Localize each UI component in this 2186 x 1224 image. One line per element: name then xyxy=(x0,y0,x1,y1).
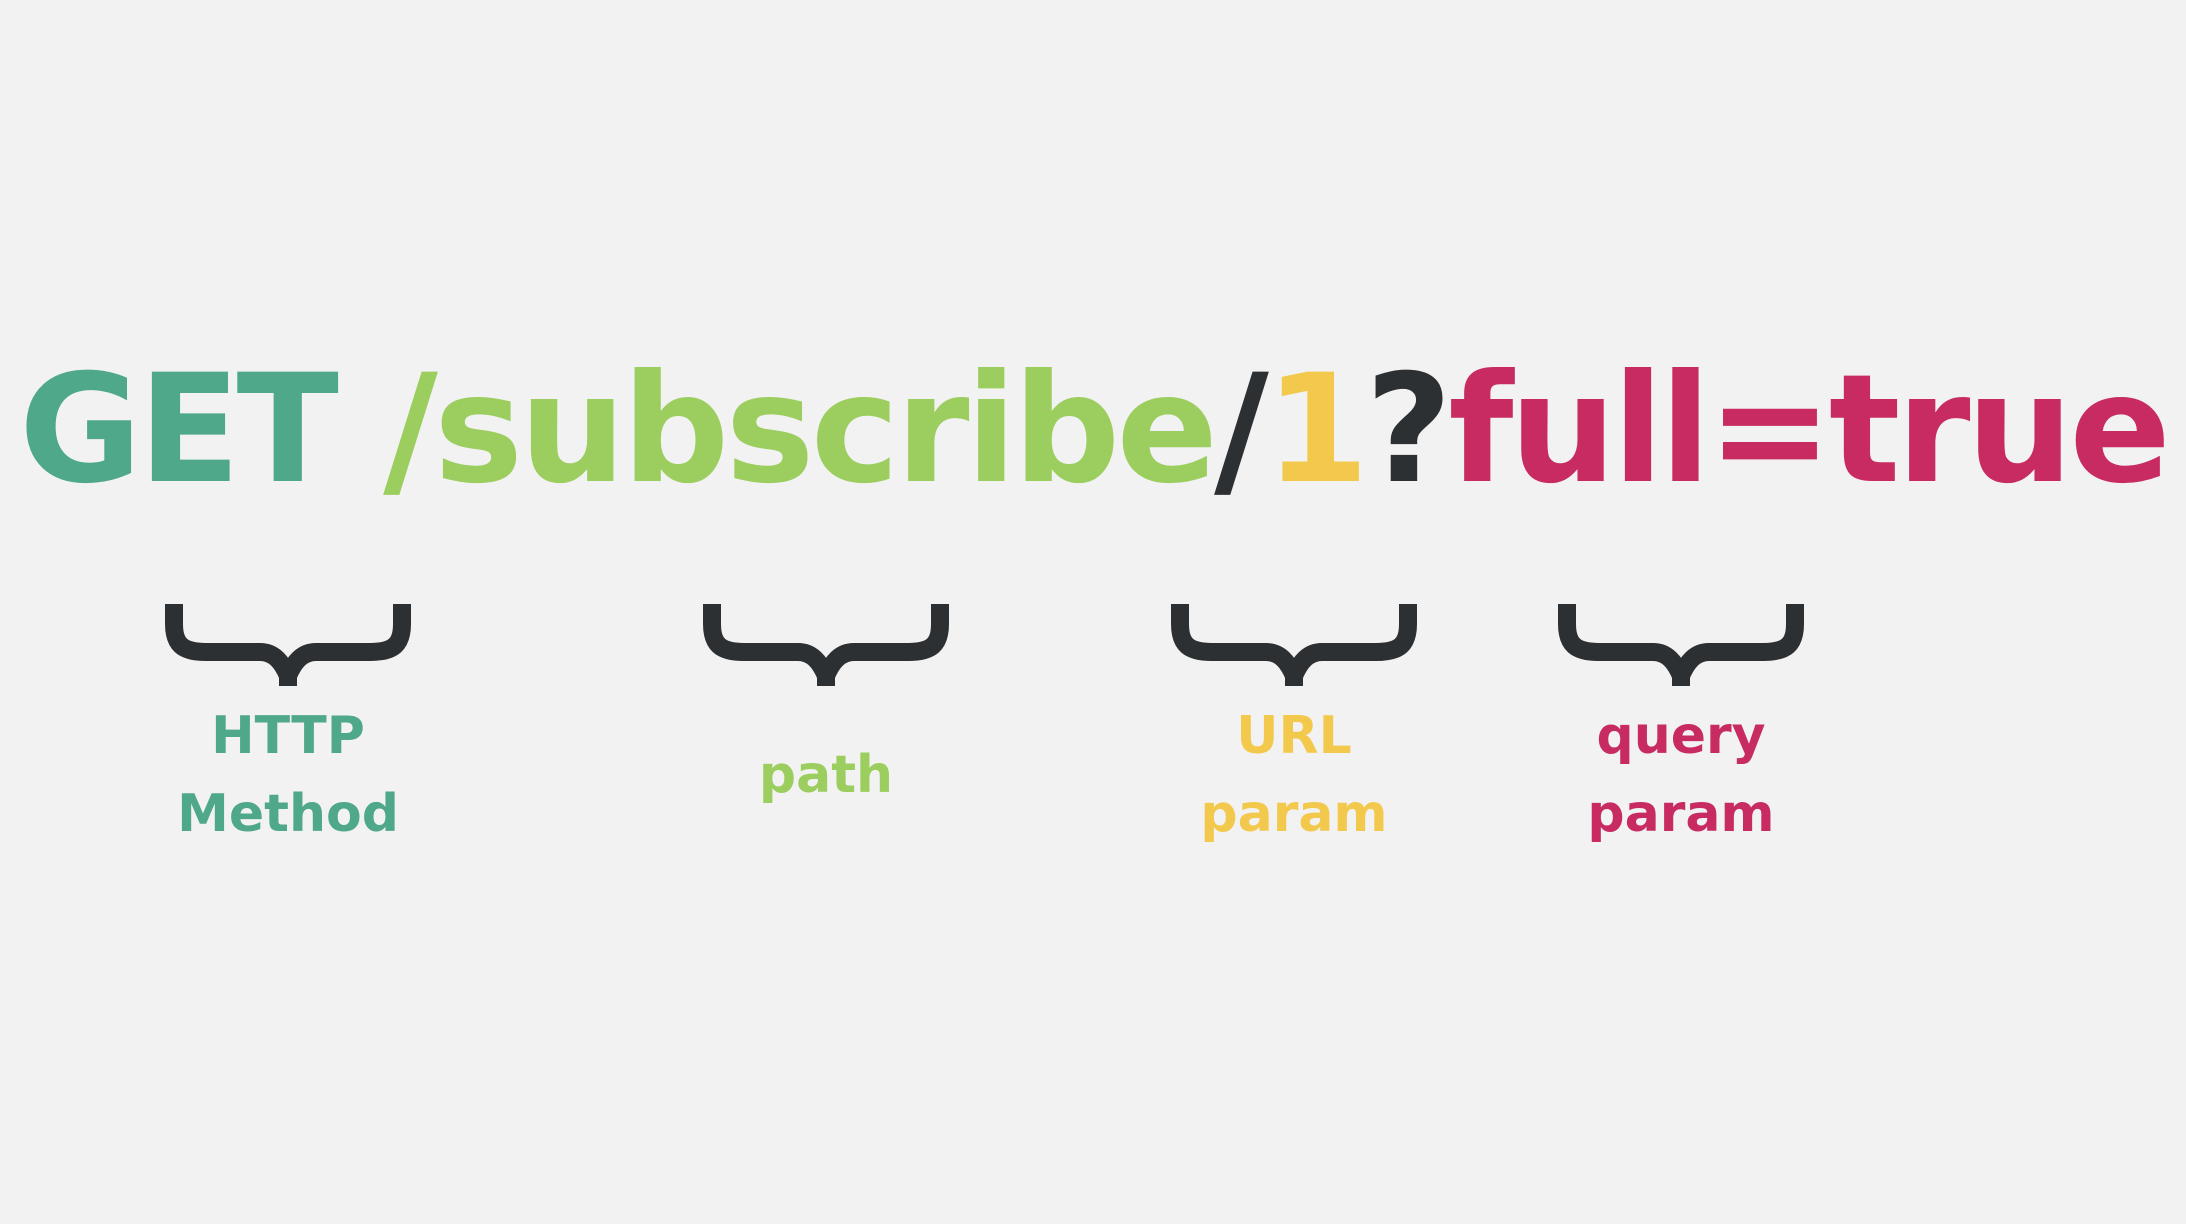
path-label-line-1: path xyxy=(758,745,894,805)
request-line: GET /subscribe/1?full=true xyxy=(0,340,2186,520)
method-brace-icon xyxy=(165,600,411,686)
url-param-label-line-1: URL xyxy=(1236,706,1352,766)
url-param-label-line-2: param xyxy=(1200,784,1388,844)
query-label-line-1: query xyxy=(1596,706,1766,766)
query-label-line-2: param xyxy=(1587,784,1775,844)
path-separator-text: / xyxy=(1214,343,1269,517)
path-label: path xyxy=(666,736,986,814)
http-method-text: GET xyxy=(18,343,339,517)
url-param-text: 1 xyxy=(1264,343,1369,517)
url-param-label: URL param xyxy=(1134,697,1454,853)
query-param-text: full=true xyxy=(1448,343,2171,517)
url-param-brace-icon xyxy=(1171,600,1417,686)
path-text: /subscribe xyxy=(383,343,1218,517)
method-label: HTTP Method xyxy=(128,697,448,853)
query-label: query param xyxy=(1521,697,1841,853)
path-brace-icon xyxy=(703,600,949,686)
method-label-line-2: Method xyxy=(177,784,399,844)
method-label-line-1: HTTP xyxy=(211,706,365,766)
query-mark-text: ? xyxy=(1365,343,1452,517)
query-brace-icon xyxy=(1558,600,1804,686)
space-text xyxy=(335,343,383,517)
